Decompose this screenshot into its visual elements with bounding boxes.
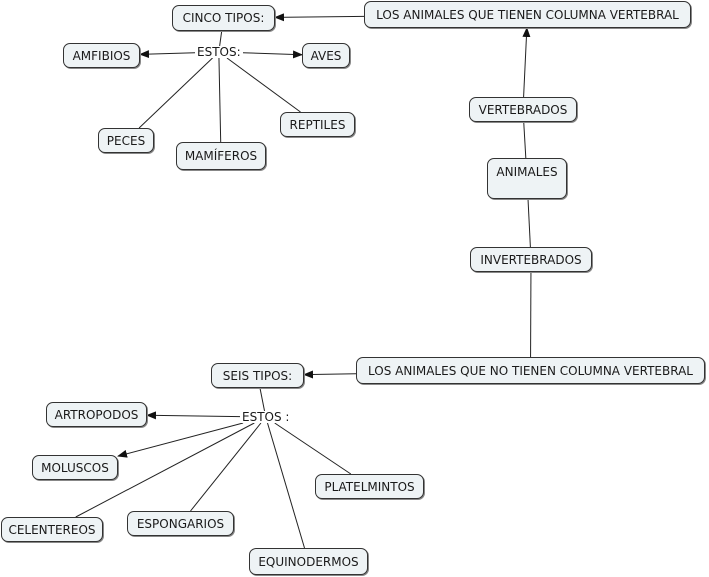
node-platelmintos[interactable]: PLATELMINTOS	[315, 474, 424, 499]
link-line-estos_top-to-aves	[242, 50, 303, 59]
link-line-estos_top-to-mamiferos	[218, 57, 222, 143]
link-line-seis_tipos-to-estos_bottom	[259, 387, 266, 412]
link-line-estos_bottom-to-espongarios	[190, 422, 262, 512]
link-line-estos_top-to-amfibios	[139, 50, 196, 59]
node-celentereos[interactable]: CELENTEREOS	[1, 517, 103, 542]
node-aves[interactable]: AVES	[302, 43, 350, 68]
link-line-vertebral-to-cinco_tipos	[274, 13, 365, 22]
link-line-animales-to-vertebrados	[523, 121, 527, 159]
node-reptiles[interactable]: REPTILES	[280, 112, 355, 137]
node-peces[interactable]: PECES	[98, 128, 154, 153]
node-vertebral[interactable]: LOS ANIMALES QUE TIENEN COLUMNA VERTEBRA…	[364, 1, 691, 28]
link-line-estos_bottom-to-platelmintos	[274, 422, 352, 475]
node-moluscos[interactable]: MOLUSCOS	[32, 455, 118, 480]
link-estos-top[interactable]: ESTOS:	[195, 45, 243, 59]
node-artropodos[interactable]: ARTROPODOS	[46, 402, 147, 427]
link-vertebrados[interactable]: VERTEBRADOS	[469, 97, 577, 122]
node-mamiferos[interactable]: MAMÍFEROS	[176, 142, 266, 170]
link-invertebrados[interactable]: INVERTEBRADOS	[470, 247, 592, 272]
link-line-vertebrados-to-vertebral	[522, 27, 531, 98]
node-amfibios[interactable]: AMFIBIOS	[63, 43, 140, 68]
link-line-animales-to-invertebrados	[527, 198, 531, 248]
node-equinodermos[interactable]: EQUINODERMOS	[249, 548, 368, 575]
link-line-estos_bottom-to-moluscos	[117, 422, 244, 458]
node-cinco-tipos[interactable]: CINCO TIPOS:	[172, 5, 275, 31]
link-line-no_vertebral-to-seis_tipos	[303, 370, 357, 379]
link-line-cinco_tipos-to-estos_top	[219, 30, 223, 47]
link-line-estos_top-to-reptiles	[226, 57, 301, 113]
link-line-estos_top-to-peces	[138, 57, 213, 129]
link-estos-bottom[interactable]: ESTOS :	[240, 410, 292, 424]
link-line-estos_bottom-to-celentereos	[75, 422, 255, 518]
node-no-vertebral[interactable]: LOS ANIMALES QUE NO TIENEN COLUMNA VERTE…	[356, 357, 705, 384]
link-line-estos_bottom-to-equinodermos	[267, 422, 305, 549]
node-espongarios[interactable]: ESPONGARIOS	[127, 511, 234, 536]
node-animales[interactable]: ANIMALES	[487, 158, 567, 199]
link-line-estos_bottom-to-artropodos	[146, 411, 241, 420]
node-seis-tipos[interactable]: SEIS TIPOS:	[211, 363, 304, 388]
